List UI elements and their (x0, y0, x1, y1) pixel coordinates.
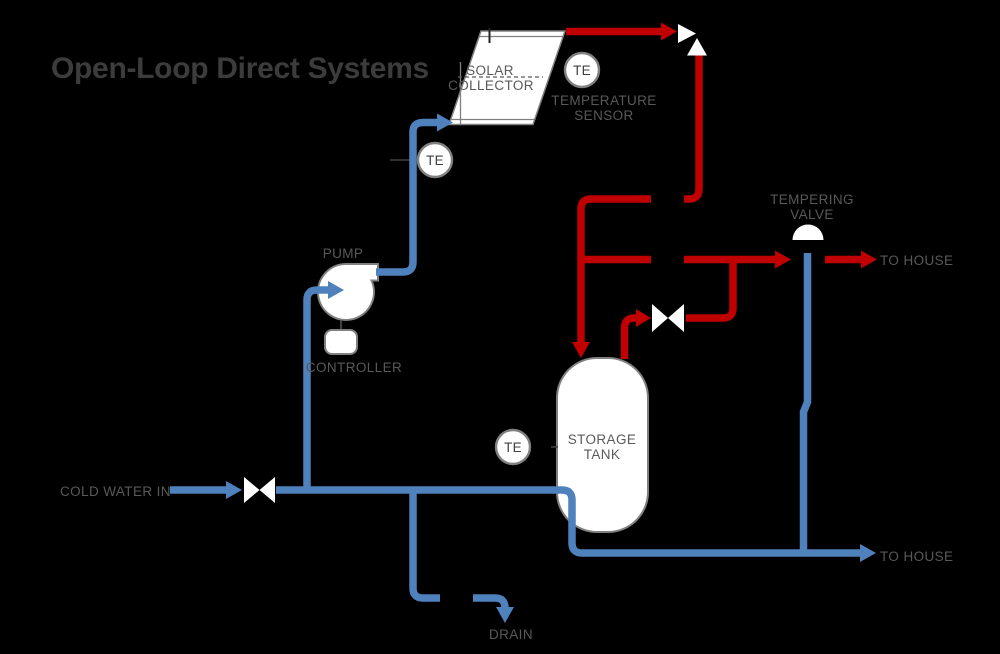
check-valve-right-triangle (678, 24, 696, 43)
te-circle (416, 141, 454, 179)
inlet-valve-left-triangle (244, 477, 260, 503)
pipe-tank-hot-outlet (620, 314, 636, 359)
te-sensor-collector: TE (563, 51, 601, 89)
drain-label: DRAIN (489, 627, 533, 642)
pipe-pump-to-collector (376, 118, 437, 276)
storage-tank-label-line2: TANK (584, 447, 621, 462)
cold-water-piping (170, 113, 876, 623)
te-tag: TE (426, 153, 444, 168)
arrow-into-tempering-valve-icon (775, 250, 791, 269)
page-title: Open-Loop Direct Systems (51, 52, 429, 85)
shutoff-valve-left-triangle (652, 304, 668, 332)
pipe-riser-to-pump (303, 286, 328, 487)
to-house-bottom-label: TO HOUSE (880, 549, 953, 564)
arrow-collector-outlet-icon (661, 22, 677, 41)
controller-label: CONTROLLER (306, 360, 402, 375)
shutoff-valve-right-triangle (668, 304, 684, 332)
solar-collector-body (447, 30, 567, 126)
pipe-cold-riser-tempering (799, 253, 812, 550)
arrow-to-house-top-icon (861, 250, 877, 269)
arrow-drain-icon (496, 607, 514, 623)
to-house-top-label: TO HOUSE (880, 253, 953, 268)
te-tag: TE (573, 63, 591, 78)
inlet-valve-right-triangle (259, 477, 275, 503)
cold-water-in-label: COLD WATER IN (60, 484, 171, 499)
te-sensor-pipe: TE (416, 141, 454, 179)
storage-tank (556, 357, 649, 533)
pipe-cold-main (276, 486, 860, 557)
check-valve-icon (678, 24, 707, 56)
te-circle (563, 51, 601, 89)
pipe-drain-segment2 (473, 594, 509, 609)
check-valve-up-triangle (687, 38, 707, 56)
solar-collector-label-line1: SOLAR (466, 63, 514, 78)
solar-collector (447, 30, 567, 126)
te-tag: TE (504, 440, 522, 455)
temperature-sensor-label-line1: TEMPERATURE (551, 93, 656, 108)
pipe-branch-to-tank-valve (686, 259, 737, 322)
tank-shutoff-valve-icon (652, 304, 684, 332)
storage-tank-label-line1: STORAGE (568, 432, 637, 447)
te-circle (494, 428, 532, 466)
arrow-to-house-bottom-icon (860, 544, 876, 562)
pipe-checkvalve-downcomer (684, 54, 703, 203)
arrow-into-shutoff-valve-icon (636, 309, 651, 327)
pipe-drain-segment1 (409, 487, 440, 602)
arrow-into-pump-icon (328, 281, 344, 299)
arrow-cold-inlet-icon (226, 481, 242, 499)
arrow-into-tank-icon (572, 342, 590, 358)
pump-assembly (316, 263, 379, 355)
hot-water-piping (566, 22, 877, 359)
solar-collector-label-line2: COLLECTOR (448, 78, 534, 93)
temperature-sensor-label-line2: SENSOR (574, 108, 633, 123)
tempering-valve-label-line1: TEMPERING (770, 192, 854, 207)
te-sensor-tank: TE (494, 428, 532, 466)
tempering-valve-dome-icon (792, 224, 824, 240)
tempering-valve-label-line2: VALVE (790, 207, 834, 222)
pump-body (316, 263, 379, 321)
pipe-to-tank-top (577, 195, 651, 342)
controller-box (324, 329, 358, 355)
pump-label: PUMP (323, 246, 364, 261)
cold-inlet-valve-icon (244, 477, 275, 503)
arrow-into-collector-icon (437, 113, 453, 132)
